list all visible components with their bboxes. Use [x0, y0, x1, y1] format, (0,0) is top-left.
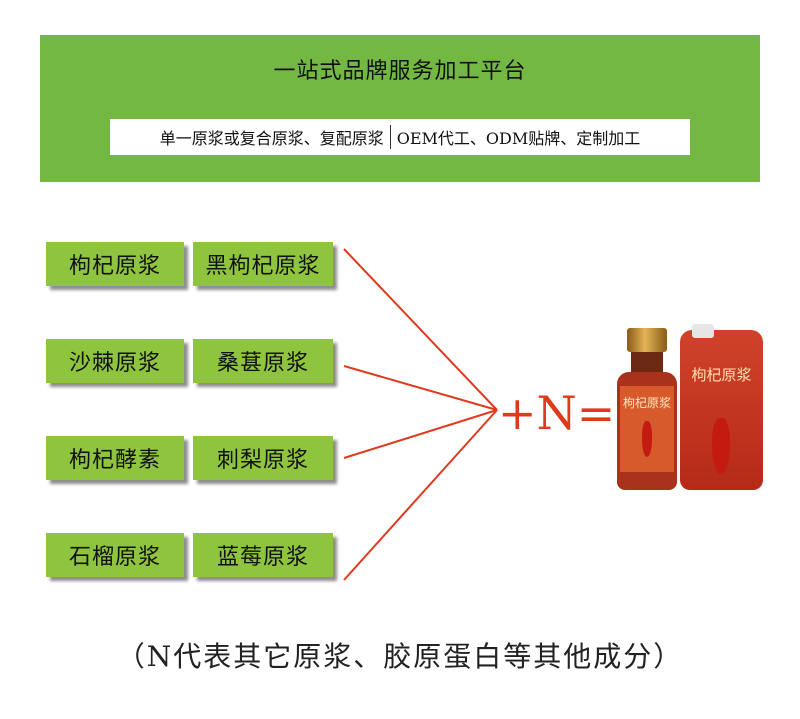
ingredient-chip: 黑枸杞原浆: [193, 242, 333, 286]
bottle-label-text: 枸杞原浆: [622, 396, 671, 410]
pouch-product-image: 枸杞原浆: [680, 324, 763, 490]
ingredient-chip: 枸杞原浆: [46, 242, 184, 286]
connector-line: [343, 248, 498, 411]
bottle-cap: [627, 328, 667, 352]
banner-title: 一站式品牌服务加工平台: [273, 59, 527, 84]
goji-berry-icon: [712, 418, 730, 474]
footnote: （N代表其它原浆、胶原蛋白等其他成分）: [116, 640, 684, 673]
bottle-neck: [631, 352, 663, 374]
pouch-spout: [692, 324, 714, 338]
ingredient-chip: 桑葚原浆: [193, 339, 333, 383]
banner-subtitle-left: 单一原浆或复合原浆、复配原浆: [159, 129, 384, 148]
connector-line: [343, 409, 498, 581]
ingredient-chip: 沙棘原浆: [46, 339, 184, 383]
goji-berry-icon: [642, 421, 652, 457]
connector-line: [343, 365, 498, 411]
pouch-label-text: 枸杞原浆: [691, 366, 752, 384]
bottle-label: 枸杞原浆: [620, 386, 674, 472]
banner-subtitle-right: OEM代工、ODM贴牌、定制加工: [396, 129, 641, 148]
connector-line: [343, 409, 498, 459]
subtitle-divider: [389, 125, 391, 149]
header-banner: 一站式品牌服务加工平台 单一原浆或复合原浆、复配原浆 OEM代工、ODM贴牌、定…: [40, 35, 760, 182]
ingredient-chip: 蓝莓原浆: [193, 533, 333, 577]
ingredient-chip: 枸杞酵素: [46, 436, 184, 480]
bottle-body: 枸杞原浆: [617, 372, 677, 490]
bottle-product-image: 枸杞原浆: [617, 328, 677, 490]
banner-subtitle: 单一原浆或复合原浆、复配原浆 OEM代工、ODM贴牌、定制加工: [110, 119, 690, 155]
ingredient-chip: 石榴原浆: [46, 533, 184, 577]
plus-n-equals: +N=: [498, 386, 616, 440]
ingredient-chip: 刺梨原浆: [193, 436, 333, 480]
